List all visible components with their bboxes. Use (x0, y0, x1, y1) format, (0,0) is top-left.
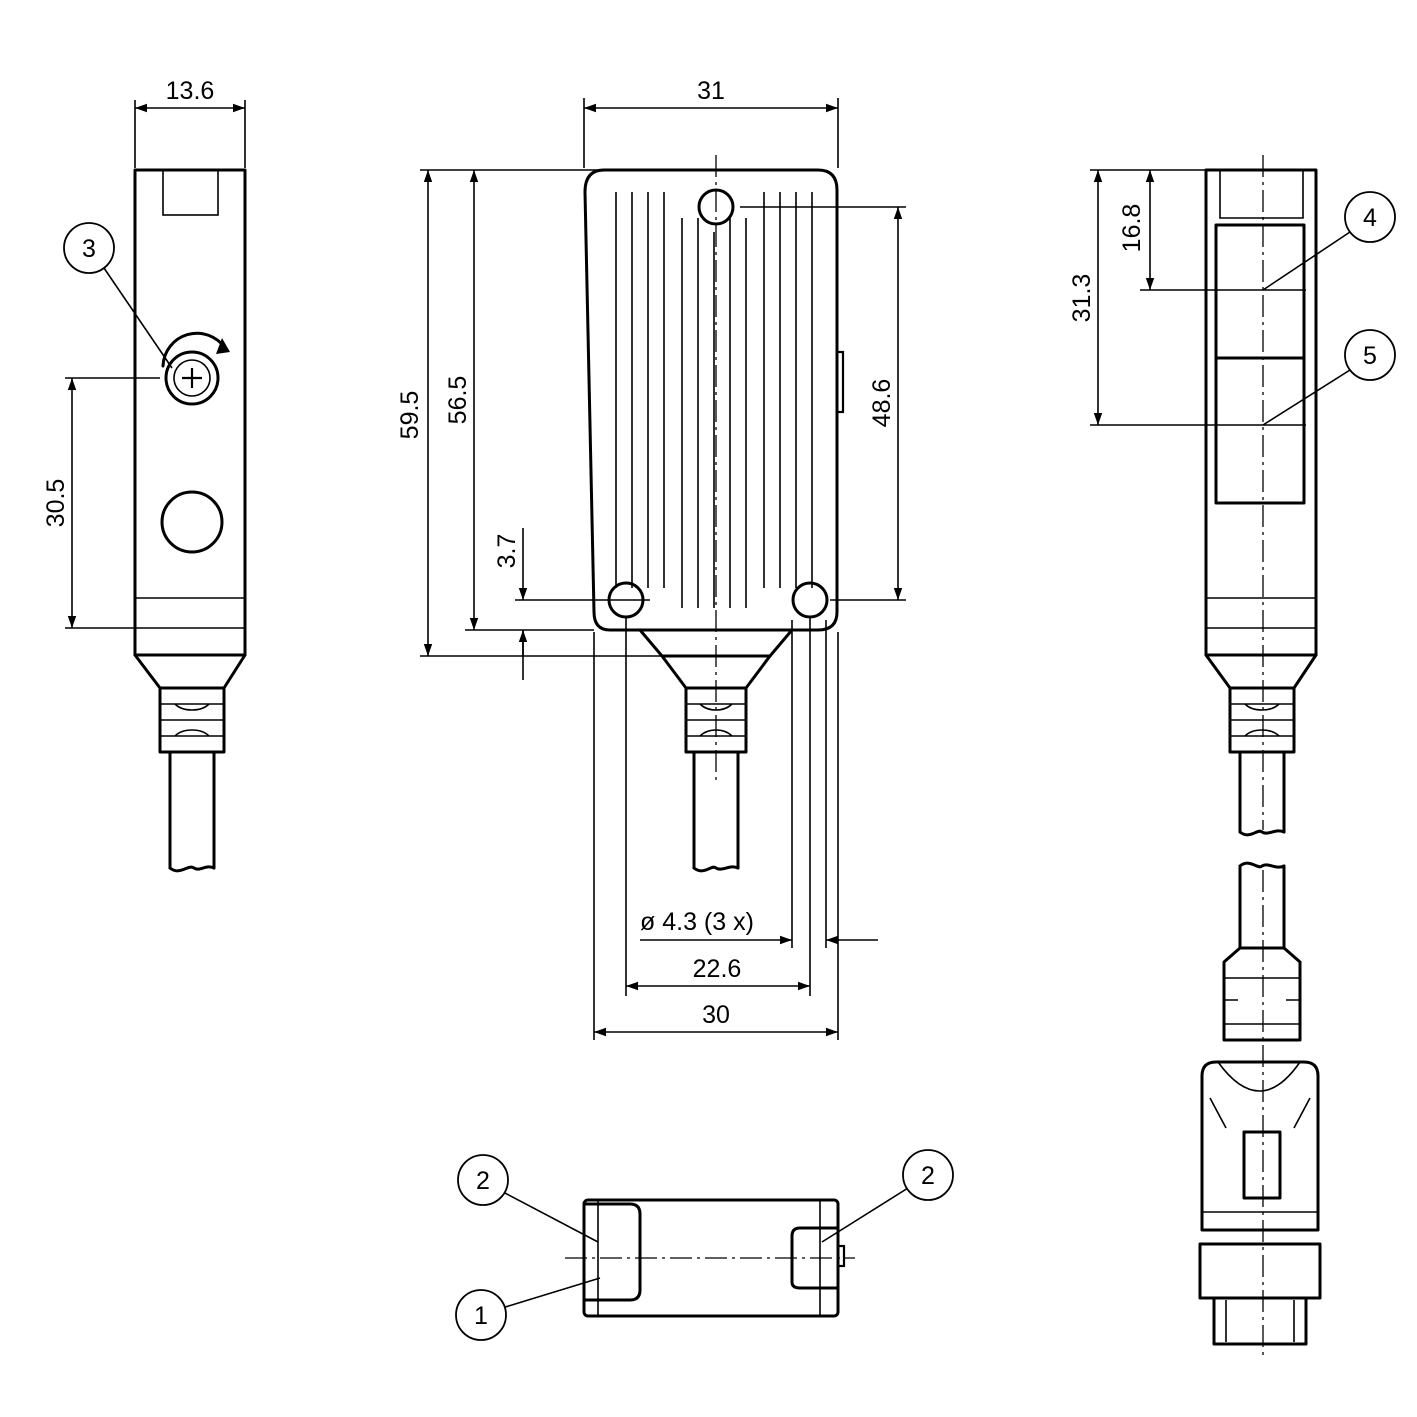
dim-31-3: 31.3 (1068, 274, 1096, 323)
dim-22-6: 22.6 (693, 955, 742, 983)
callout-3: 3 (82, 235, 96, 263)
callout-2-left: 2 (476, 1167, 490, 1195)
side-view (133, 168, 247, 873)
callout-5: 5 (1363, 342, 1377, 370)
dimension-lines (65, 98, 1306, 1040)
callout-4: 4 (1363, 204, 1377, 232)
right-view (1198, 155, 1322, 1355)
dim-hole-diameter: ø 4.3 (3 x) (640, 908, 754, 936)
dim-16-8: 16.8 (1118, 204, 1146, 253)
dim-31: 31 (697, 77, 725, 105)
dim-30-5: 30.5 (42, 479, 70, 528)
bottom-view (565, 1198, 855, 1318)
dim-30: 30 (702, 1001, 730, 1029)
dim-13-6: 13.6 (166, 77, 215, 105)
dim-48-6: 48.6 (868, 379, 896, 428)
callout-2-right: 2 (921, 1162, 935, 1190)
callout-1: 1 (474, 1302, 488, 1330)
dim-59-5: 59.5 (396, 391, 424, 440)
dim-56-5: 56.5 (444, 376, 472, 425)
front-view (583, 155, 845, 873)
callouts: 3 4 5 2 2 1 (63, 191, 1396, 1341)
dim-3-7: 3.7 (493, 534, 521, 569)
